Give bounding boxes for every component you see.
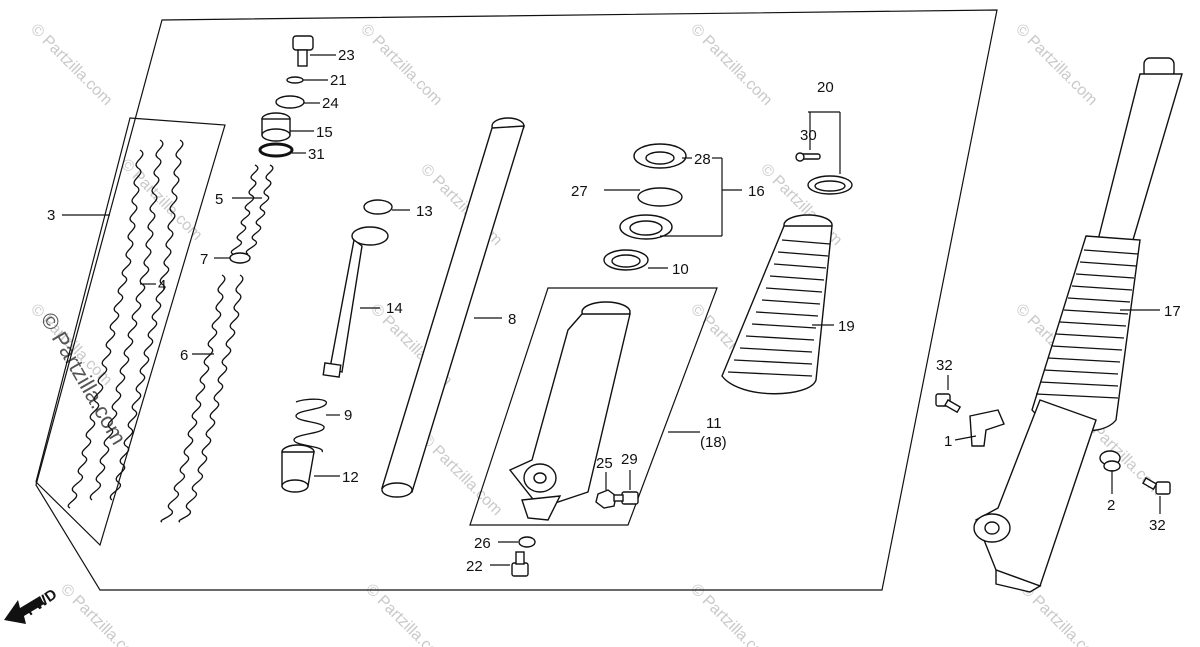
callout-1: 1	[944, 433, 952, 450]
circlip-27	[637, 187, 683, 207]
callout-10: 10	[672, 261, 689, 278]
callout-3: 3	[47, 207, 55, 224]
callout-labels: 3 4 5 6 7 23 21 24 15 31 13 14 9 12 8 11…	[47, 47, 1181, 575]
bolt-22	[511, 551, 529, 577]
watermark: © Partzilla.com	[117, 156, 205, 244]
fork-spring-5	[230, 164, 274, 255]
fwd-arrow: FWD	[4, 586, 60, 624]
callout-31: 31	[308, 146, 325, 163]
nut-25	[595, 489, 617, 509]
o-ring-21	[286, 76, 304, 84]
callout-6: 6	[180, 347, 188, 364]
callout-27: 27	[571, 183, 588, 200]
callout-21: 21	[330, 72, 347, 89]
fork-spring-6	[160, 274, 244, 523]
slider-frame	[469, 287, 718, 526]
callout-14: 14	[386, 300, 403, 317]
callout-12: 12	[342, 469, 359, 486]
main-frame	[35, 9, 998, 591]
callout-25: 25	[596, 455, 613, 472]
washer-26	[518, 536, 536, 548]
bolt-23	[292, 35, 314, 67]
fork-spring-4	[67, 139, 184, 509]
fork-boot-19	[721, 214, 833, 395]
callout-5: 5	[215, 191, 223, 208]
watermark: © Partzilla.com	[57, 581, 145, 647]
callout-20: 20	[817, 79, 834, 96]
watermark: © Partzilla.com	[362, 581, 450, 647]
rebound-spring-9	[293, 398, 327, 453]
o-ring-31	[258, 142, 294, 158]
callout-4: 4	[158, 277, 166, 294]
callout-26: 26	[474, 535, 491, 552]
svg-text:FWD: FWD	[23, 586, 61, 620]
spring-frame	[35, 117, 226, 547]
bolt-32-right	[1142, 477, 1171, 495]
callout-13: 13	[416, 203, 433, 220]
callout-2: 2	[1107, 497, 1115, 514]
inner-tube-8	[381, 117, 525, 498]
callout-16: 16	[748, 183, 765, 200]
dust-seal-28	[633, 143, 687, 169]
callout-19: 19	[838, 318, 855, 335]
boot-clamp-20	[807, 175, 853, 195]
callout-29: 29	[621, 451, 638, 468]
callout-32-left: 32	[936, 357, 953, 374]
bolt-32-left	[935, 393, 962, 414]
callout-17: 17	[1164, 303, 1181, 320]
callout-7: 7	[200, 251, 208, 268]
washer-7	[229, 252, 251, 264]
oil-lock-piece-12	[281, 444, 315, 493]
callout-22: 22	[466, 558, 483, 575]
clip-2	[1099, 450, 1121, 472]
watermark: © Partzilla.com	[687, 21, 775, 109]
washer-24	[275, 95, 305, 109]
callout-24: 24	[322, 95, 339, 112]
watermark: © Partzilla.com	[687, 581, 775, 647]
oil-seal-16	[619, 214, 673, 240]
damper-rod-14	[322, 226, 389, 378]
watermark: © Partzilla.com	[27, 21, 115, 109]
circlip-13	[363, 199, 393, 215]
callout-9: 9	[344, 407, 352, 424]
callout-8: 8	[508, 311, 516, 328]
callout-32-right: 32	[1149, 517, 1166, 534]
bolt-29	[613, 491, 639, 505]
callout-18: (18)	[700, 434, 727, 451]
fork-slider-11	[508, 301, 631, 521]
callout-23: 23	[338, 47, 355, 64]
watermark: © Partzilla.com	[357, 21, 445, 109]
bracket-1	[969, 409, 1005, 447]
callout-28: 28	[694, 151, 711, 168]
watermark: © Partzilla.com	[1012, 21, 1100, 109]
back-up-ring-10	[603, 249, 649, 271]
callout-30: 30	[800, 127, 817, 144]
leader-lines	[62, 54, 1161, 566]
watermark: © Partzilla.com	[417, 431, 505, 519]
screw-30	[795, 152, 821, 162]
fork-cap-15	[261, 112, 291, 142]
callout-11: 11	[706, 415, 722, 432]
fork-assembly-17	[973, 57, 1183, 593]
callout-15: 15	[316, 124, 333, 141]
